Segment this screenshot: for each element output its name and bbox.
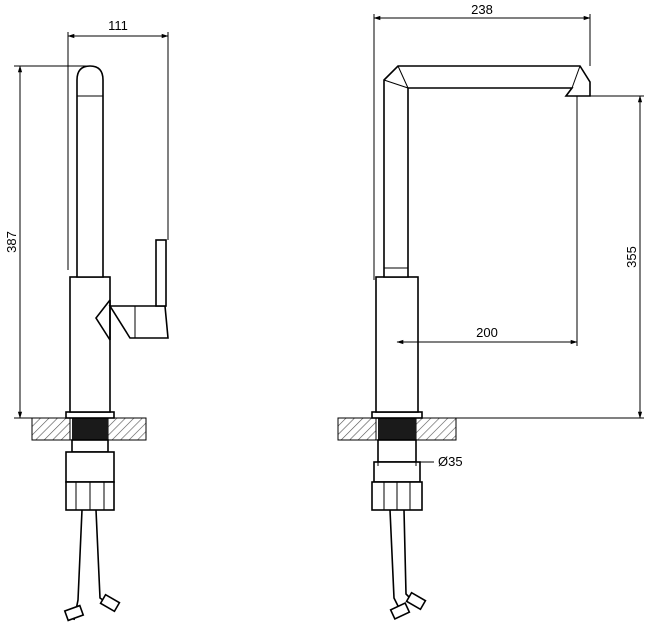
front-under-counter-fittings — [371, 439, 427, 620]
front-height-label: 355 — [624, 246, 639, 268]
base-diameter-label: Ø35 — [438, 454, 463, 469]
side-mount-column — [72, 418, 108, 440]
base-diameter-dimension: Ø35 — [377, 454, 463, 469]
front-reach-label: 200 — [476, 325, 498, 340]
side-width-dimension: 111 — [67, 18, 169, 270]
front-width-dimension: 238 — [373, 2, 591, 280]
front-base-plate — [371, 411, 423, 419]
side-faucet-body — [69, 65, 169, 413]
front-height-dimension: 355 — [422, 95, 644, 419]
front-width-label: 238 — [471, 2, 493, 17]
side-under-counter-fittings — [63, 439, 121, 622]
side-countertop — [31, 417, 147, 441]
front-view: 238 355 200 Ø35 — [337, 2, 644, 620]
side-height-label: 387 — [4, 231, 19, 253]
side-width-label: 111 — [108, 18, 128, 33]
side-height-dimension: 387 — [4, 65, 90, 419]
front-faucet-body — [375, 65, 591, 413]
front-mount-column — [378, 418, 416, 440]
side-view: 111 387 — [4, 18, 169, 622]
side-base-plate — [65, 411, 115, 419]
front-countertop — [337, 417, 457, 441]
front-reach-dimension: 200 — [396, 96, 578, 346]
